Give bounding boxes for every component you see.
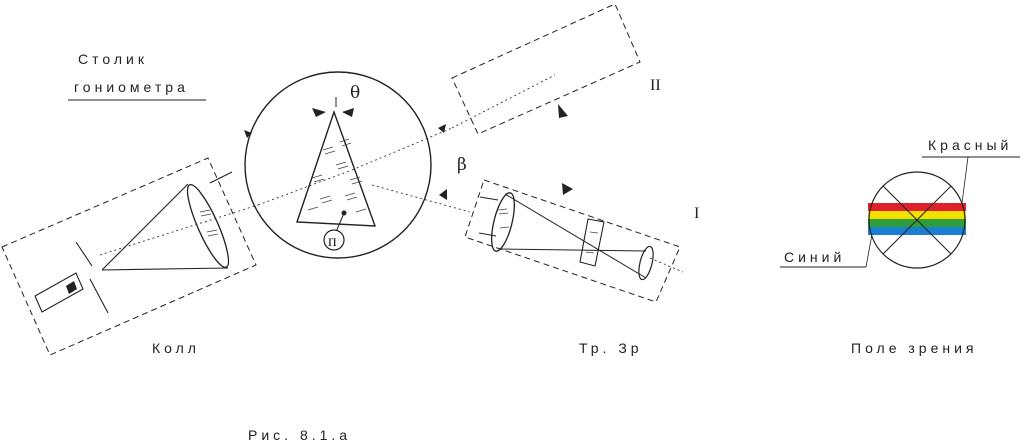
- theta-arrow-left: [312, 108, 326, 117]
- light-rays: [99, 74, 684, 273]
- spectrum-band-blue: [868, 227, 966, 235]
- rotation-arrow-lower-right: [439, 189, 447, 200]
- lamp-filament: [66, 281, 77, 294]
- field-of-view-label: Поле зрения: [851, 340, 978, 356]
- rotation-arrow-left: [244, 130, 252, 138]
- telescope-one-housing: [464, 179, 681, 303]
- position-one-label: I: [694, 205, 699, 222]
- goniometer-table: [244, 71, 447, 259]
- collimator-label: Колл: [152, 340, 200, 356]
- field-of-view-circle: [868, 171, 966, 269]
- blue-label: Синий: [784, 249, 845, 265]
- rotation-arrow-upper-right: [438, 124, 446, 133]
- telescope-one-objective: [490, 192, 516, 252]
- table-label-line-two: гониометра: [74, 79, 189, 95]
- table-label-line-one: Столик: [78, 51, 148, 67]
- telescope-label: Тр. Зр: [579, 340, 643, 356]
- spectrum-band-yellow: [868, 211, 966, 219]
- table-label: Столик гониометра: [68, 51, 206, 101]
- telescope-position-two: II: [451, 3, 661, 135]
- position-two-label: II: [650, 77, 661, 94]
- collimator-housing: [1, 157, 257, 356]
- crosshair-line-b: [882, 185, 952, 255]
- telescope-one-reticle: [579, 218, 605, 267]
- telescope-two-housing: [451, 3, 641, 135]
- ray-to-telescope-one: [371, 184, 471, 213]
- telescope-two-arrow: [558, 104, 568, 118]
- theta-arrow-right: [342, 108, 354, 117]
- ray-to-telescope-two: [351, 127, 453, 171]
- telescope-position-one: I: [464, 179, 699, 303]
- theta-label: θ: [350, 83, 360, 103]
- telescope-one-eyepiece: [638, 245, 654, 281]
- telescope-one-arrow: [562, 183, 573, 195]
- table-circle: [244, 71, 432, 259]
- prism: θ п: [296, 83, 377, 251]
- spectrum-band-red: [868, 203, 966, 211]
- ray-from-collimator: [99, 204, 259, 256]
- spectrum-band-green: [868, 219, 966, 227]
- pointer-circle: [323, 229, 345, 251]
- beta-label: β: [457, 155, 467, 175]
- collimator: [1, 157, 257, 356]
- prism-triangle: [296, 109, 377, 227]
- collimator-lens: [186, 184, 230, 268]
- figure-caption: Рис. 8.1.а: [248, 427, 351, 443]
- field-of-view: Красный Синий: [780, 137, 1020, 269]
- lamp-box: [34, 272, 84, 313]
- pointer-label: п: [328, 233, 337, 250]
- red-label: Красный: [928, 137, 1012, 153]
- prism-hatching: [307, 138, 367, 213]
